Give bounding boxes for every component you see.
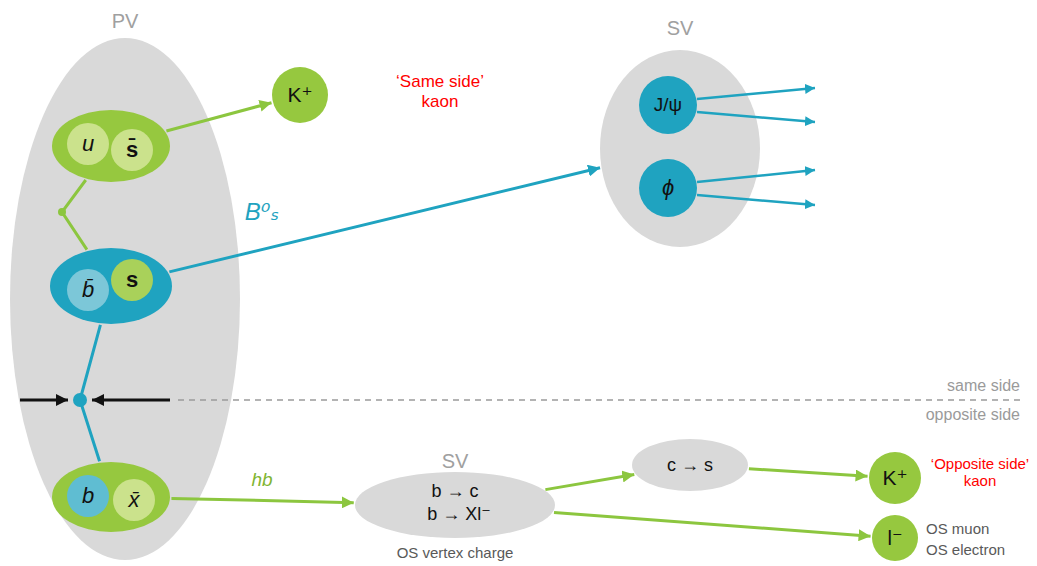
quark-label: b bbox=[67, 475, 109, 517]
decay-process: b → Xl⁻ bbox=[427, 504, 491, 525]
meson-blob: b̄s bbox=[50, 248, 172, 324]
meson-blob: us̄ bbox=[52, 110, 170, 182]
region-label: opposite side bbox=[926, 406, 1020, 424]
connector bbox=[171, 498, 353, 502]
collision-point bbox=[73, 393, 87, 407]
quark-label: s̄ bbox=[111, 129, 153, 171]
connector bbox=[554, 512, 871, 536]
node-outline-ellipse bbox=[52, 462, 170, 532]
quark-label: x̄ bbox=[113, 479, 155, 521]
node-outline-ellipse bbox=[600, 50, 760, 247]
vertex-name: SV bbox=[442, 450, 469, 473]
node-outline-ellipse bbox=[10, 38, 240, 560]
node-outline-ellipse bbox=[632, 439, 748, 491]
region-label: same side bbox=[947, 377, 1020, 395]
tagger-name: OS muon bbox=[926, 520, 989, 537]
edge-label: B⁰ₛ bbox=[245, 198, 280, 226]
node-outline-ellipse bbox=[52, 110, 170, 182]
connector bbox=[545, 474, 634, 489]
lepton-circle: l⁻ bbox=[872, 515, 918, 561]
decay-ellipse: c → s bbox=[632, 439, 748, 491]
particle-circle: ϕ bbox=[639, 159, 697, 217]
node-outline-ellipse bbox=[639, 76, 697, 134]
secondary-vertex-ellipse: SV J/ψ ϕ bbox=[600, 12, 760, 247]
node-outline-ellipse bbox=[50, 248, 172, 324]
vertex-name: SV bbox=[667, 17, 694, 40]
node-outline-ellipse bbox=[869, 452, 921, 504]
particle-name: K⁺ bbox=[287, 83, 312, 107]
kaon-circle: K⁺ bbox=[272, 67, 328, 123]
decay-process: b → c bbox=[431, 481, 478, 502]
node-outline-ellipse bbox=[272, 67, 328, 123]
quark-label: u bbox=[67, 123, 109, 165]
decay-process: c → s bbox=[667, 455, 713, 476]
tagger-callout: ‘Same side’ kaon bbox=[390, 72, 490, 111]
side-divider-dashed-line bbox=[178, 399, 1025, 401]
connector bbox=[749, 469, 868, 477]
tagger-callout: ‘Opposite side’ kaon bbox=[928, 455, 1032, 490]
tagger-name: OS vertex charge bbox=[397, 544, 514, 561]
beam-arrow bbox=[20, 399, 68, 402]
node-outline-ellipse bbox=[872, 515, 918, 561]
fragmentation-dot bbox=[58, 208, 66, 216]
kaon-circle: K⁺ bbox=[869, 452, 921, 504]
primary-vertex-ellipse: PV us̄ b̄s bx̄ bbox=[10, 8, 240, 564]
quark-label: s bbox=[111, 259, 153, 301]
beam-arrow bbox=[92, 399, 170, 402]
particle-name: K⁺ bbox=[882, 466, 907, 490]
node-outline-ellipse bbox=[639, 159, 697, 217]
particle-name: J/ψ bbox=[654, 94, 682, 116]
particle-name: ϕ bbox=[662, 175, 674, 200]
edge-label: hb bbox=[251, 469, 272, 491]
particle-name: l⁻ bbox=[888, 527, 903, 550]
secondary-vertex-ellipse: SV b → cb → Xl⁻ OS vertex charge bbox=[355, 450, 555, 564]
vertex-name: PV bbox=[112, 10, 139, 33]
node-outline-ellipse bbox=[355, 472, 555, 538]
particle-circle: J/ψ bbox=[639, 76, 697, 134]
meson-blob: bx̄ bbox=[52, 462, 170, 532]
tagger-name: OS electron bbox=[926, 541, 1005, 558]
quark-label: b̄ bbox=[67, 269, 109, 311]
